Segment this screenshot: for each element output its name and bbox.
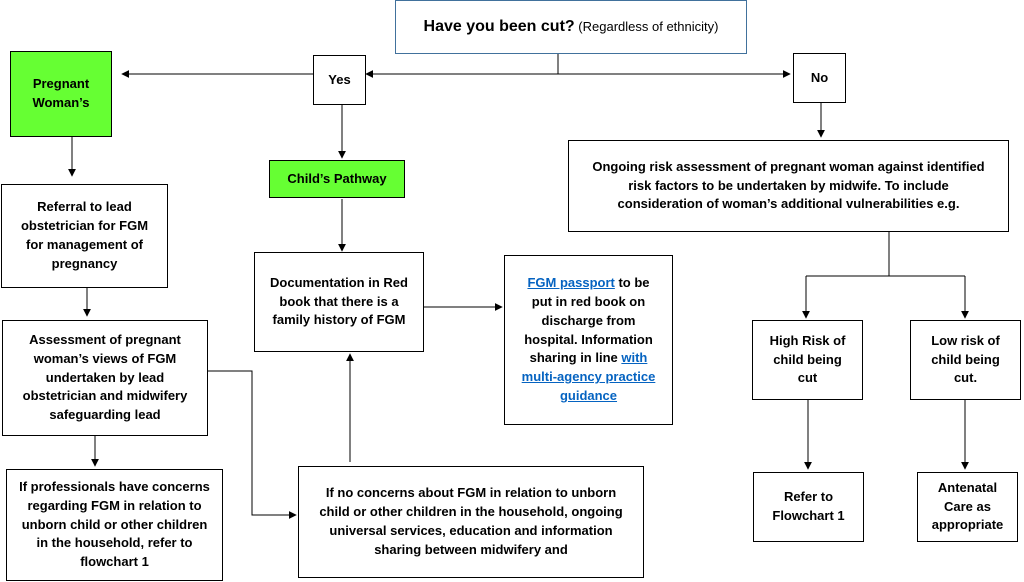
yes-box: Yes	[313, 55, 366, 105]
pregnant-womans-box: Pregnant Woman’s	[10, 51, 112, 137]
referral-text: Referral to lead obstetrician for FGM fo…	[20, 199, 149, 271]
fgm-passport-box: FGM passport to be put in red book on di…	[504, 255, 673, 425]
no-concerns-text: If no concerns about FGM in relation to …	[319, 485, 623, 557]
antenatal-care-text: Antenatal Care as appropriate	[931, 479, 1004, 533]
documentation-box: Documentation in Red book that there is …	[254, 252, 424, 352]
high-risk-box: High Risk of child being cut	[752, 320, 863, 400]
yes-label: Yes	[328, 71, 351, 87]
title-sub: (Regardless of ethnicity)	[578, 19, 719, 35]
no-label: No	[810, 69, 829, 85]
concerns-box: If professionals have concerns regarding…	[6, 469, 223, 581]
refer-flowchart-text: Refer to Flowchart 1	[772, 489, 845, 523]
high-risk-text: High Risk of child being cut	[769, 332, 846, 386]
antenatal-care-box: Antenatal Care as appropriate	[917, 472, 1018, 542]
low-risk-text: Low risk of child being cut.	[931, 332, 1000, 386]
assessment-text: Assessment of pregnant woman’s views of …	[22, 331, 188, 423]
ongoing-risk-box: Ongoing risk assessment of pregnant woma…	[568, 140, 1009, 232]
multi-agency-guidance-link[interactable]: with multi-agency practice guidance	[521, 350, 656, 404]
no-box: No	[793, 53, 846, 103]
childs-pathway-box: Child’s Pathway	[269, 160, 405, 198]
assessment-to-noconcerns-arrow	[208, 370, 297, 519]
documentation-text: Documentation in Red book that there is …	[270, 274, 408, 328]
childs-pathway-label: Child’s Pathway	[287, 170, 387, 186]
fgm-passport-link[interactable]: FGM passport	[527, 275, 615, 291]
concerns-text: If professionals have concerns regarding…	[19, 478, 210, 570]
title-box: Have you been cut? (Regardless of ethnic…	[395, 0, 747, 54]
passport-text: to be put in red book on discharge from …	[524, 275, 653, 366]
low-risk-box: Low risk of child being cut.	[910, 320, 1021, 400]
title-main: Have you been cut?	[423, 18, 575, 36]
no-concerns-box: If no concerns about FGM in relation to …	[298, 466, 644, 578]
ongoing-risk-text: Ongoing risk assessment of pregnant woma…	[592, 158, 985, 212]
pregnant-womans-label: Pregnant Woman’s	[32, 76, 90, 110]
assessment-box: Assessment of pregnant woman’s views of …	[2, 320, 208, 436]
referral-box: Referral to lead obstetrician for FGM fo…	[1, 184, 168, 288]
refer-flowchart-box: Refer to Flowchart 1	[753, 472, 864, 542]
